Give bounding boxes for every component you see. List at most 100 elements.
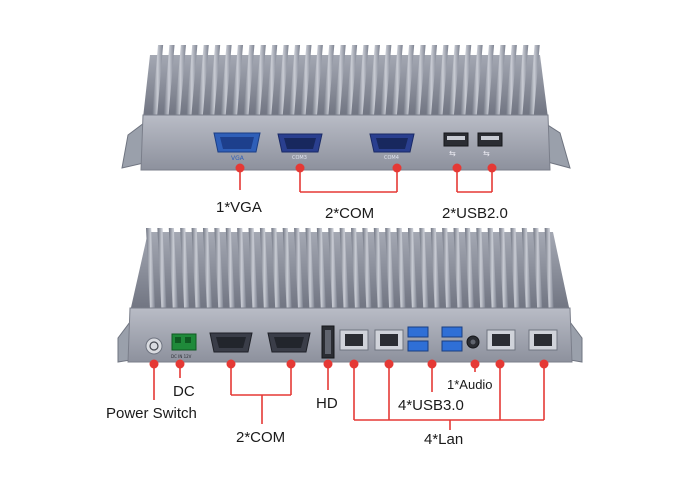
heatsink-fin <box>494 45 506 116</box>
usb2-port-1: ⇆ <box>443 132 469 158</box>
heatsink-fin <box>396 228 406 310</box>
heatsink-fin <box>357 45 369 116</box>
heatsink-fin <box>476 228 486 310</box>
lan-port-3 <box>486 329 516 351</box>
heatsink-fin <box>168 228 178 310</box>
heatsink-fin <box>157 228 167 310</box>
top-heatsink-fins <box>152 45 540 116</box>
heatsink-fin <box>316 228 326 310</box>
heatsink-fin <box>391 45 403 116</box>
lan-port-4 <box>528 329 558 351</box>
power-switch <box>145 337 163 355</box>
bottom-heatsink-fins <box>146 228 554 310</box>
top-callout-dots <box>235 163 497 173</box>
com4-port-label: COM4 <box>384 155 399 161</box>
heatsink-fin <box>225 228 235 310</box>
heatsink-fin <box>517 45 529 116</box>
heatsink-fin <box>482 45 495 116</box>
heatsink-fin <box>544 228 554 310</box>
heatsink-fin <box>202 228 213 310</box>
callout-top-com: 2*COM <box>325 205 375 222</box>
dc-terminal: DC IN 12V <box>171 333 197 359</box>
heatsink-fin <box>362 228 372 310</box>
heatsink-fin <box>266 45 278 116</box>
heatsink-fin <box>311 45 323 116</box>
bottom-com-port-2 <box>267 332 311 353</box>
heatsink-fin <box>403 45 415 116</box>
lan-port-2 <box>374 329 404 351</box>
callout-bottom-com: 2*COM <box>236 429 286 446</box>
heatsink-fin <box>197 45 209 116</box>
heatsink-fin <box>510 228 520 310</box>
heatsink-fin <box>460 45 472 116</box>
heatsink-fin <box>419 228 429 310</box>
callout-vga: 1*VGA <box>216 199 262 216</box>
heatsink-fin <box>214 228 224 310</box>
heatsink-fin <box>180 228 190 310</box>
vga-port-label: VGA <box>231 155 245 162</box>
heatsink-fin <box>533 228 543 310</box>
heatsink-fin <box>339 228 349 310</box>
heatsink-fin <box>146 228 156 310</box>
callout-lan: 4*Lan <box>424 431 464 448</box>
heatsink-fin <box>163 45 175 116</box>
lan-port-1 <box>339 329 369 351</box>
heatsink-fin <box>407 228 418 310</box>
heatsink-fin <box>414 45 426 116</box>
dc-port-label: DC IN 12V <box>171 354 192 359</box>
heatsink-fin <box>294 228 304 310</box>
heatsink-fin <box>220 45 232 116</box>
heatsink-fin <box>521 228 531 310</box>
callout-power-switch: Power Switch <box>106 405 197 422</box>
heatsink-fin <box>487 228 497 310</box>
callout-dc: DC <box>173 383 195 400</box>
heatsink-fin <box>323 45 335 116</box>
callout-audio: 1*Audio <box>447 377 493 392</box>
hd-port <box>321 325 335 359</box>
vga-port: VGA <box>213 132 261 162</box>
heatsink-fin <box>288 45 301 116</box>
heatsink-fin <box>186 45 198 116</box>
heatsink-fin <box>334 45 346 116</box>
heatsink-fin <box>248 228 258 310</box>
bottom-callout-dots <box>149 359 549 369</box>
heatsink-fin <box>373 228 383 310</box>
callout-usb2: 2*USB2.0 <box>442 205 508 222</box>
heatsink-fin <box>191 228 201 310</box>
heatsink-fin <box>430 228 440 310</box>
callout-usb3: 4*USB3.0 <box>398 397 464 414</box>
heatsink-fin <box>254 45 266 116</box>
heatsink-fin <box>385 228 395 310</box>
heatsink-fin <box>471 45 483 116</box>
heatsink-fin <box>300 45 312 116</box>
heatsink-fin <box>231 45 244 116</box>
heatsink-fin <box>464 228 475 310</box>
heatsink-fin <box>243 45 255 116</box>
heatsink-fin <box>259 228 270 310</box>
heatsink-fin <box>305 228 315 310</box>
top-callouts <box>239 168 493 193</box>
top-front-panel <box>140 114 551 171</box>
heatsink-fin <box>346 45 358 116</box>
top-heatsink-body <box>143 55 548 118</box>
usb3-ports <box>407 326 463 352</box>
com4-port: COM4 <box>369 133 415 161</box>
heatsink-fin <box>152 45 164 116</box>
heatsink-fin <box>437 45 449 116</box>
heatsink-fin <box>271 228 281 310</box>
heatsink-fin <box>380 45 392 116</box>
bottom-com-port-1 <box>209 332 253 353</box>
com3-port: COM3 <box>277 133 323 161</box>
heatsink-fin <box>425 45 438 116</box>
svg-text:⇆: ⇆ <box>449 149 456 158</box>
heatsink-fin <box>499 228 509 310</box>
audio-jack <box>466 335 480 349</box>
top-unit: VGA COM3 COM4 ⇆ ⇆ <box>121 45 571 193</box>
heatsink-fin <box>282 228 292 310</box>
heatsink-fin <box>528 45 540 116</box>
heatsink-fin <box>328 228 338 310</box>
heatsink-fin <box>368 45 380 116</box>
heatsink-fin <box>277 45 289 116</box>
